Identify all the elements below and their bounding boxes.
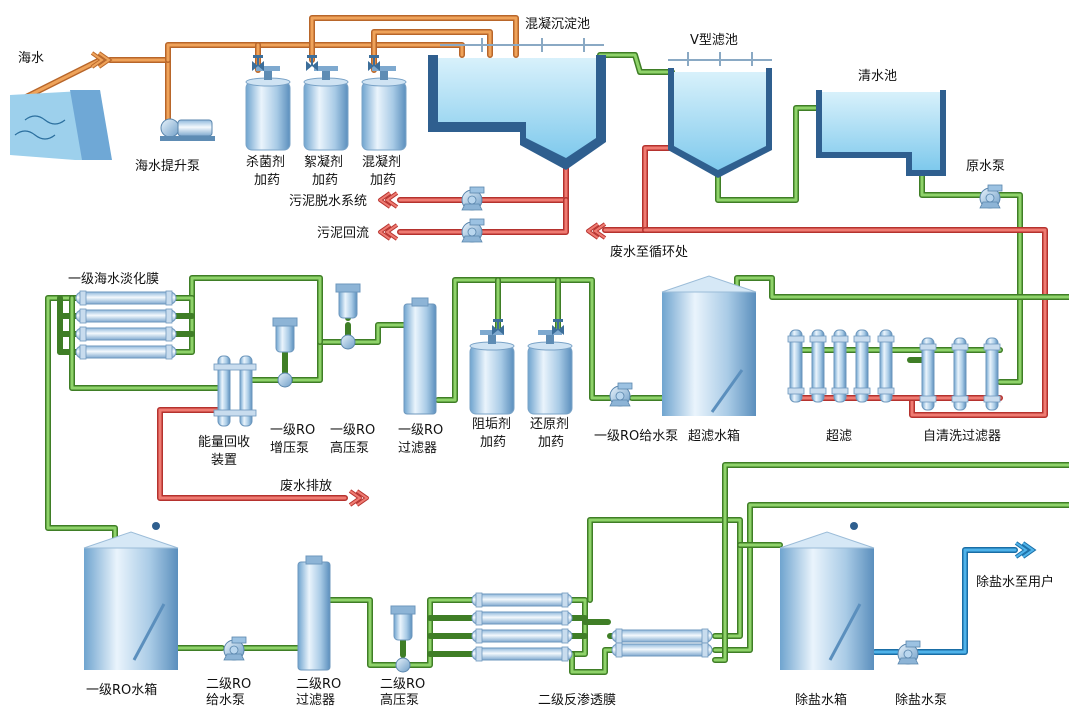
ro2-feed-label-2: 给水泵 [206, 693, 245, 708]
ro1-filter-label-1: 一级RO [398, 423, 443, 438]
antiscalant-label-1: 阻垢剂 [472, 417, 511, 432]
sterilant-label-2: 加药 [254, 173, 280, 188]
sludge-dewater-pump[interactable] [461, 186, 485, 211]
ro1-hp-label-1: 一级RO [330, 423, 375, 438]
ro2-cartridge-filter[interactable] [297, 555, 331, 671]
self-clean-filter-label: 自清洗过滤器 [923, 429, 1001, 444]
arrow-right-icon [1014, 541, 1037, 559]
ro1-booster-label-1: 一级RO [270, 423, 315, 438]
coagulation-tank[interactable] [428, 38, 606, 170]
ro1-hp-label-2: 高压泵 [330, 440, 369, 456]
coagulant-label-1: 混凝剂 [362, 154, 401, 170]
antiscalant-dosing-tank[interactable] [469, 329, 515, 415]
ro1-filter-label-2: 过滤器 [398, 441, 437, 456]
seawater-lift-pump-label: 海水提升泵 [135, 158, 200, 174]
uf-tank-label: 超滤水箱 [688, 428, 740, 444]
valve-icon[interactable] [305, 54, 319, 72]
arrow-left-icon [378, 223, 399, 241]
antiscalant-label-2: 加药 [480, 435, 506, 450]
clear-pool-label: 清水池 [858, 69, 897, 84]
uf-module-bank[interactable] [787, 329, 895, 403]
reductant-label-2: 加药 [538, 435, 564, 450]
reductant-label-1: 还原剂 [530, 417, 569, 432]
desalt-pump-label: 除盐水泵 [895, 693, 947, 708]
desalted-water-tank[interactable] [779, 522, 875, 670]
ro1-membrane-label: 一级海水淡化膜 [68, 272, 159, 287]
ro2-filter-label-1: 二级RO [296, 677, 341, 692]
desalted-water-pump[interactable] [897, 640, 921, 665]
flocculant-label-1: 絮凝剂 [304, 154, 343, 170]
coagulant-label-2: 加药 [370, 173, 396, 188]
ro1-cartridge-filter[interactable] [403, 297, 437, 415]
ro1-feed-pump-label: 一级RO给水泵 [594, 429, 678, 444]
sludge-return-label: 污泥回流 [317, 226, 369, 241]
coag-tank-label: 混凝沉淀池 [525, 16, 590, 32]
ro1-tank-label: 一级RO水箱 [86, 682, 157, 698]
flocculant-label-2: 加药 [312, 173, 338, 188]
ro2-high-pressure-pump[interactable] [390, 605, 416, 673]
arrow-right-icon [348, 489, 369, 507]
waste-discharge-label: 废水排放 [280, 478, 332, 494]
seawater-label: 海水 [18, 51, 44, 66]
raw-pump-label: 原水泵 [966, 159, 1005, 174]
ro2-hp-label-2: 高压泵 [380, 692, 419, 708]
desalt-to-user-label: 除盐水至用户 [976, 574, 1054, 590]
ro2-membrane-label: 二级反渗透膜 [538, 693, 616, 708]
ro2-feed-pump[interactable] [223, 636, 247, 661]
energy-recovery-label-2: 装置 [211, 453, 237, 468]
v-filter-tank[interactable] [668, 52, 772, 178]
reductant-dosing-tank[interactable] [527, 329, 573, 415]
sludge-return-pump[interactable] [461, 218, 485, 243]
ro1-membrane-bank[interactable] [75, 290, 177, 360]
coagulant-dosing-tank[interactable] [361, 65, 407, 151]
v-filter-label: V型滤池 [690, 33, 738, 48]
seawater-lift-pump[interactable] [160, 118, 215, 141]
waste-to-cycle-label: 废水至循环处 [610, 244, 688, 260]
ro1-feed-pump[interactable] [609, 382, 633, 407]
ro1-high-pressure-pump[interactable] [335, 283, 361, 350]
ro2-membrane-bank[interactable] [471, 592, 713, 662]
desalt-tank-label: 除盐水箱 [795, 692, 847, 708]
ro2-filter-label-2: 过滤器 [296, 693, 335, 708]
arrow-left-icon [378, 191, 399, 209]
ro1-booster-label-2: 增压泵 [270, 441, 309, 456]
raw-water-pump[interactable] [979, 184, 1003, 209]
uf-water-tank[interactable] [661, 275, 757, 416]
pipes [17, 15, 1069, 675]
flocculant-dosing-tank[interactable] [303, 65, 349, 151]
ro2-hp-label-1: 二级RO [380, 677, 425, 692]
ro2-feed-label-1: 二级RO [206, 677, 251, 692]
sterilant-dosing-tank[interactable] [245, 65, 291, 151]
energy-recovery-label-1: 能量回收 [198, 435, 250, 450]
seawater-basin [10, 90, 112, 160]
clear-water-pool[interactable] [816, 90, 946, 176]
uf-label: 超滤 [826, 429, 852, 444]
ro1-booster-pump[interactable] [272, 317, 298, 388]
sludge-dewater-label: 污泥脱水系统 [289, 194, 367, 209]
energy-recovery-device[interactable] [213, 355, 257, 427]
sterilant-label-1: 杀菌剂 [246, 155, 285, 170]
seawater-intake-arrow [90, 51, 113, 69]
self-clean-filter-bank[interactable] [919, 337, 1001, 411]
ro1-water-tank[interactable] [83, 522, 179, 670]
